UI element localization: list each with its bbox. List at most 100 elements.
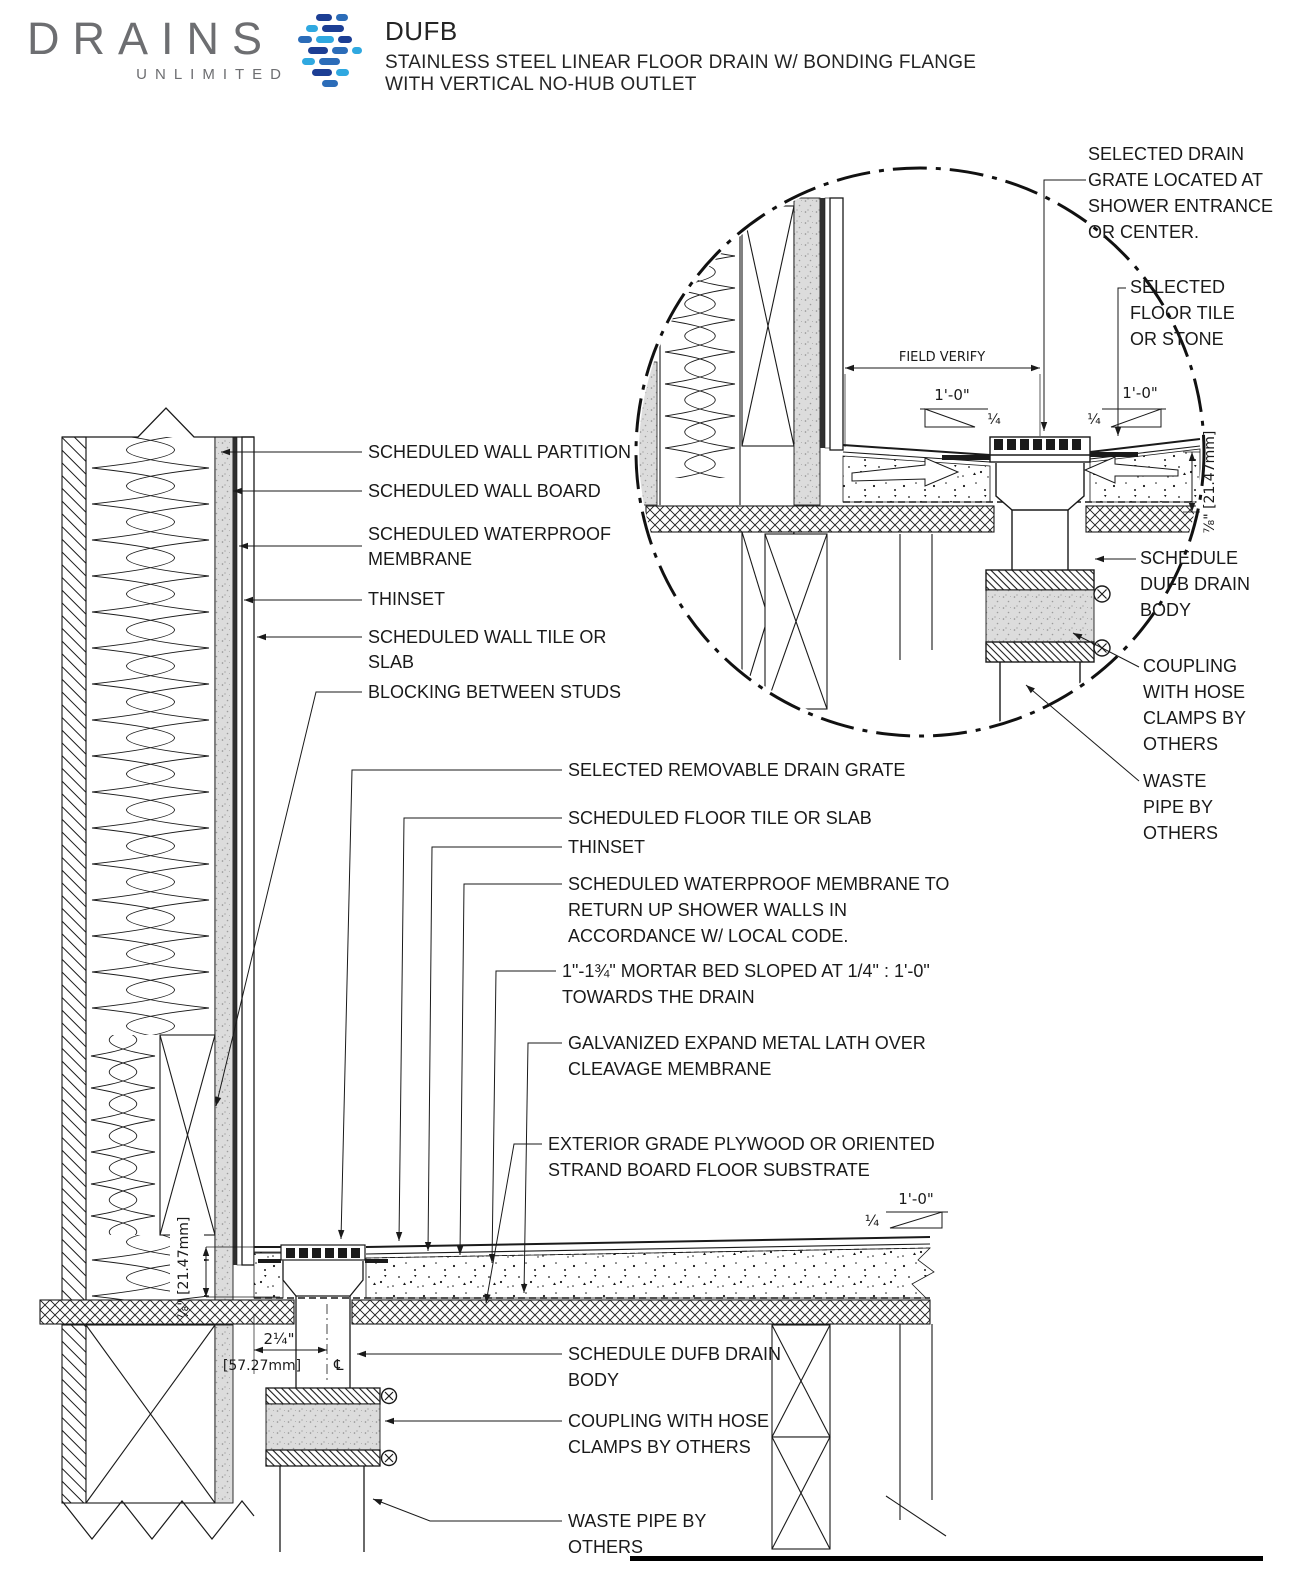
- drawing-title-block: DUFB STAINLESS STEEL LINEAR FLOOR DRAIN …: [385, 16, 976, 97]
- label-drain-body-line2: DUFB DRAIN: [1140, 574, 1250, 594]
- slope-indicator-right: 1'-0" ¼: [1087, 384, 1166, 428]
- label-membrane-floor-line2: RETURN UP SHOWER WALLS IN: [568, 900, 847, 920]
- wall-board-layer: [214, 436, 234, 1306]
- floor-joist: [885, 1324, 947, 1537]
- slope-rise-label: ¼: [1087, 412, 1101, 428]
- label-coupling-line2: WITH HOSE: [1143, 682, 1245, 702]
- leader-mortar-bed: [488, 970, 556, 1264]
- dim-depth-main: ⅞" [21.47mm]: [176, 1217, 192, 1320]
- label-waste-pipe-line2: OTHERS: [568, 1537, 643, 1557]
- detail-dimensions: FIELD VERIFY 1'-0" ¼ 1'-0" ¼ ⅞" [21.47mm…: [844, 350, 1218, 534]
- bonding-flange: [942, 455, 992, 460]
- label-thinset-wall: THINSET: [368, 589, 445, 609]
- label-drain-body-line3: BODY: [1140, 600, 1191, 620]
- break-line: [885, 1495, 947, 1537]
- leader-lines: [215, 448, 562, 1522]
- plywood-subfloor: [645, 505, 995, 533]
- detail-bubble-outline: [634, 166, 1206, 738]
- slope-triangle: [1110, 408, 1162, 428]
- stud-blocking: [741, 205, 795, 447]
- sheet-bottom-border: [630, 1556, 1263, 1561]
- label-drain-grate-line4: OR CENTER.: [1088, 222, 1199, 242]
- product-subtitle-line1: STAINLESS STEEL LINEAR FLOOR DRAIN W/ BO…: [385, 52, 977, 73]
- thinset-layer: [236, 436, 243, 1266]
- label-mortar-bed-line2: TOWARDS THE DRAIN: [562, 987, 755, 1007]
- floor-tile-surface: [1089, 438, 1201, 453]
- plywood-subfloor: [1085, 505, 1201, 533]
- insulation-batts: [86, 437, 215, 1035]
- label-membrane-floor-line1: SCHEDULED WATERPROOF MEMBRANE TO: [568, 874, 949, 894]
- product-model: DUFB: [385, 16, 458, 46]
- wall-break-line-top: [62, 407, 254, 438]
- blocking-between-studs: [159, 1034, 216, 1236]
- label-coupling-line1: COUPLING WITH HOSE: [568, 1411, 769, 1431]
- slope-triangle: [924, 408, 976, 428]
- label-waterproof-membrane-line2: MEMBRANE: [368, 549, 472, 569]
- leader-drain-grate: [1040, 179, 1086, 431]
- label-waste-pipe-line1: WASTE: [1143, 771, 1206, 791]
- drain-channel: [995, 463, 1085, 511]
- label-drain-grate-line1: SELECTED DRAIN: [1088, 144, 1244, 164]
- coupling-sleeve: [265, 1403, 381, 1451]
- hose-clamp-screw-icon: [1093, 585, 1111, 603]
- wall-finish-strip: [639, 361, 658, 506]
- mortar-bed: [365, 1247, 935, 1299]
- main-labels: SCHEDULED WALL PARTITION SCHEDULED WALL …: [368, 442, 949, 1557]
- hose-clamp-screw-icon: [380, 1387, 398, 1405]
- label-waste-pipe-line3: OTHERS: [1143, 823, 1218, 843]
- label-drain-grate-line3: SHOWER ENTRANCE: [1088, 196, 1273, 216]
- hose-clamp-screw-icon: [380, 1449, 398, 1467]
- drain-grate-slots: [286, 1248, 360, 1258]
- detail-leader-lines: [1025, 179, 1140, 782]
- label-thinset-floor: THINSET: [568, 837, 645, 857]
- label-blocking: BLOCKING BETWEEN STUDS: [368, 682, 621, 702]
- leader-removable-grate: [338, 769, 562, 1240]
- drain-channel: [282, 1261, 364, 1297]
- leader-waste-pipe: [1025, 684, 1140, 782]
- leader-waste-pipe: [372, 1498, 562, 1522]
- dim-depth-detail: ⅞" [21.47mm]: [1202, 431, 1218, 534]
- label-wall-partition: SCHEDULED WALL PARTITION: [368, 442, 631, 462]
- label-mortar-bed-line1: 1"-1¾" MORTAR BED SLOPED AT 1/4" : 1'-0": [562, 961, 930, 981]
- label-floor-substrate-line1: EXTERIOR GRADE PLYWOOD OR ORIENTED: [548, 1134, 935, 1154]
- drain-assembly-detail: [942, 436, 1138, 732]
- floor-framing: [771, 1324, 947, 1550]
- detail-bubble-content: [639, 197, 1201, 732]
- hose-clamp-band: [985, 641, 1095, 663]
- centerline-symbol: ℄: [333, 1356, 344, 1374]
- slope-rise-label: ¼: [987, 412, 1001, 428]
- label-drain-grate-line2: GRATE LOCATED AT: [1088, 170, 1263, 190]
- leader-coupling: [1072, 632, 1140, 668]
- label-wall-tile-line2: SLAB: [368, 652, 414, 672]
- waterproof-membrane-layer: [233, 437, 237, 1265]
- dim-text-knockout: [170, 1222, 204, 1296]
- slope-direction-arrow: [851, 457, 960, 487]
- wall-framing-below-floor: [61, 1324, 255, 1540]
- bonding-flange: [258, 1259, 281, 1263]
- bonding-flange: [365, 1259, 388, 1263]
- drain-assembly: [258, 1244, 398, 1552]
- thinset-layer: [824, 197, 831, 449]
- slope-triangle: [889, 1211, 943, 1229]
- logo-tagline: UNLIMITED: [136, 66, 289, 83]
- leader-floor-tile: [395, 817, 562, 1242]
- slope-rise-label: ¼: [865, 1212, 880, 1230]
- plywood-subfloor: [351, 1299, 931, 1325]
- bonding-flange: [1088, 452, 1138, 457]
- leader-membrane-floor: [456, 883, 562, 1256]
- label-coupling-line3: CLAMPS BY: [1143, 708, 1246, 728]
- coupling-sleeve: [985, 589, 1095, 643]
- label-drain-body-line2: BODY: [568, 1370, 619, 1390]
- drain-grate-slots: [994, 439, 1081, 450]
- wall-break-line-bottom: [61, 1500, 255, 1540]
- label-drain-body-line1: SCHEDULE: [1140, 548, 1238, 568]
- label-waste-pipe-line1: WASTE PIPE BY: [568, 1511, 706, 1531]
- label-floor-tile-line1: SELECTED: [1130, 277, 1225, 297]
- main-dimensions: ⅞" [21.47mm] 2¼" [57.27mm] ℄ 1'-0" ¼: [170, 1190, 948, 1382]
- floor-tile-underside: [842, 451, 991, 463]
- logo-wordmark: DRAINS: [27, 13, 276, 64]
- floor-assembly: [39, 1236, 935, 1325]
- field-verify-label: FIELD VERIFY: [899, 350, 985, 365]
- hose-clamp-band: [265, 1387, 381, 1405]
